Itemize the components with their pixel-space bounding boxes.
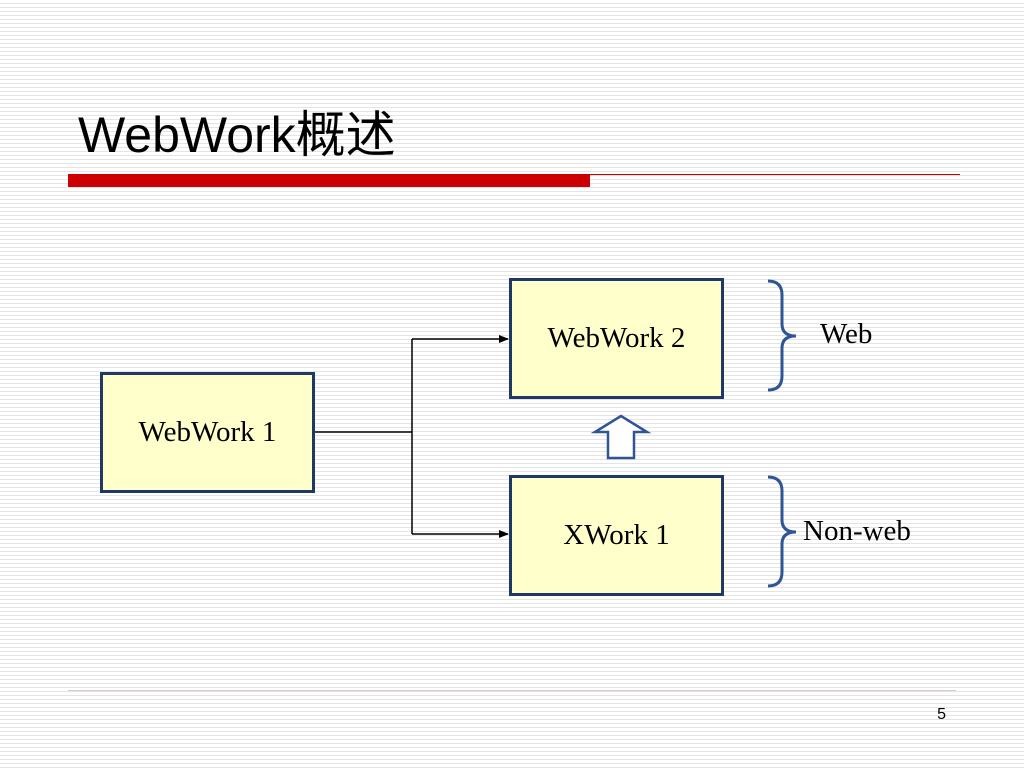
node-xwork-1-label: XWork 1 [563, 519, 670, 551]
slide-title: WebWork概述 [78, 107, 396, 163]
node-webwork-1: WebWork 1 [100, 372, 315, 493]
group-label-web: Web [820, 318, 873, 350]
node-xwork-1: XWork 1 [509, 475, 724, 596]
title-underline-thick [68, 174, 590, 187]
edge-webwork1-branch [315, 339, 413, 534]
page-number: 5 [937, 706, 946, 723]
block-arrow-up-icon [590, 414, 652, 460]
brace-nonweb-icon [767, 475, 797, 588]
brace-web-icon [767, 279, 797, 392]
group-label-non-web: Non-web [803, 515, 911, 547]
footer-divider [68, 690, 956, 691]
node-webwork-2-label: WebWork 2 [547, 322, 686, 354]
node-webwork-1-label: WebWork 1 [138, 416, 277, 448]
node-webwork-2: WebWork 2 [509, 278, 724, 399]
title-underline-thin [590, 174, 960, 175]
